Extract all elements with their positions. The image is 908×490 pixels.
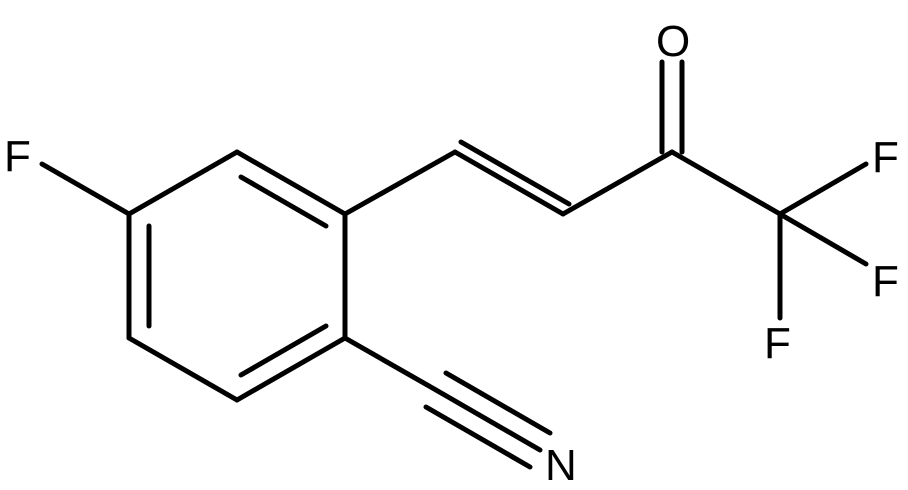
bond-nitrile-triple-upper bbox=[443, 370, 553, 436]
bond-vinyl-carbonyl bbox=[560, 149, 675, 217]
benzene-ring bbox=[126, 149, 348, 403]
bond-nitrile-triple-center bbox=[433, 387, 543, 453]
bond-ring-fluorine bbox=[39, 161, 132, 217]
bond-carbonyl-cf3 bbox=[669, 149, 783, 217]
ring-inner-bond-a bbox=[238, 174, 329, 229]
atom-fluorine-cf3-mid: F bbox=[872, 257, 899, 306]
ring-bond-c4-c5 bbox=[126, 335, 240, 403]
bond-ring-vinyl bbox=[342, 149, 458, 217]
atom-fluorine-ring: F bbox=[4, 132, 31, 181]
bond-vinyl-double-inner bbox=[458, 139, 572, 207]
atom-fluorine-cf3-bottom: F bbox=[764, 319, 791, 368]
atom-fluorine-cf3-top: F bbox=[872, 133, 899, 182]
bond-cf3-f-top bbox=[777, 161, 869, 217]
atom-nitrogen: N bbox=[545, 441, 577, 490]
bond-nitrile-triple-lower bbox=[423, 404, 533, 470]
bond-ring-nitrile-carbon bbox=[342, 335, 439, 393]
atom-oxygen: O bbox=[656, 17, 690, 66]
ring-inner-bond-b bbox=[238, 323, 329, 378]
bond-vinyl-double-main bbox=[452, 149, 566, 217]
ring-bond-c3-c4 bbox=[234, 335, 348, 403]
ring-bond-c6-c1 bbox=[126, 149, 240, 217]
ring-bond-c1-c2 bbox=[234, 149, 348, 217]
bond-cf3-f-mid bbox=[777, 211, 869, 267]
